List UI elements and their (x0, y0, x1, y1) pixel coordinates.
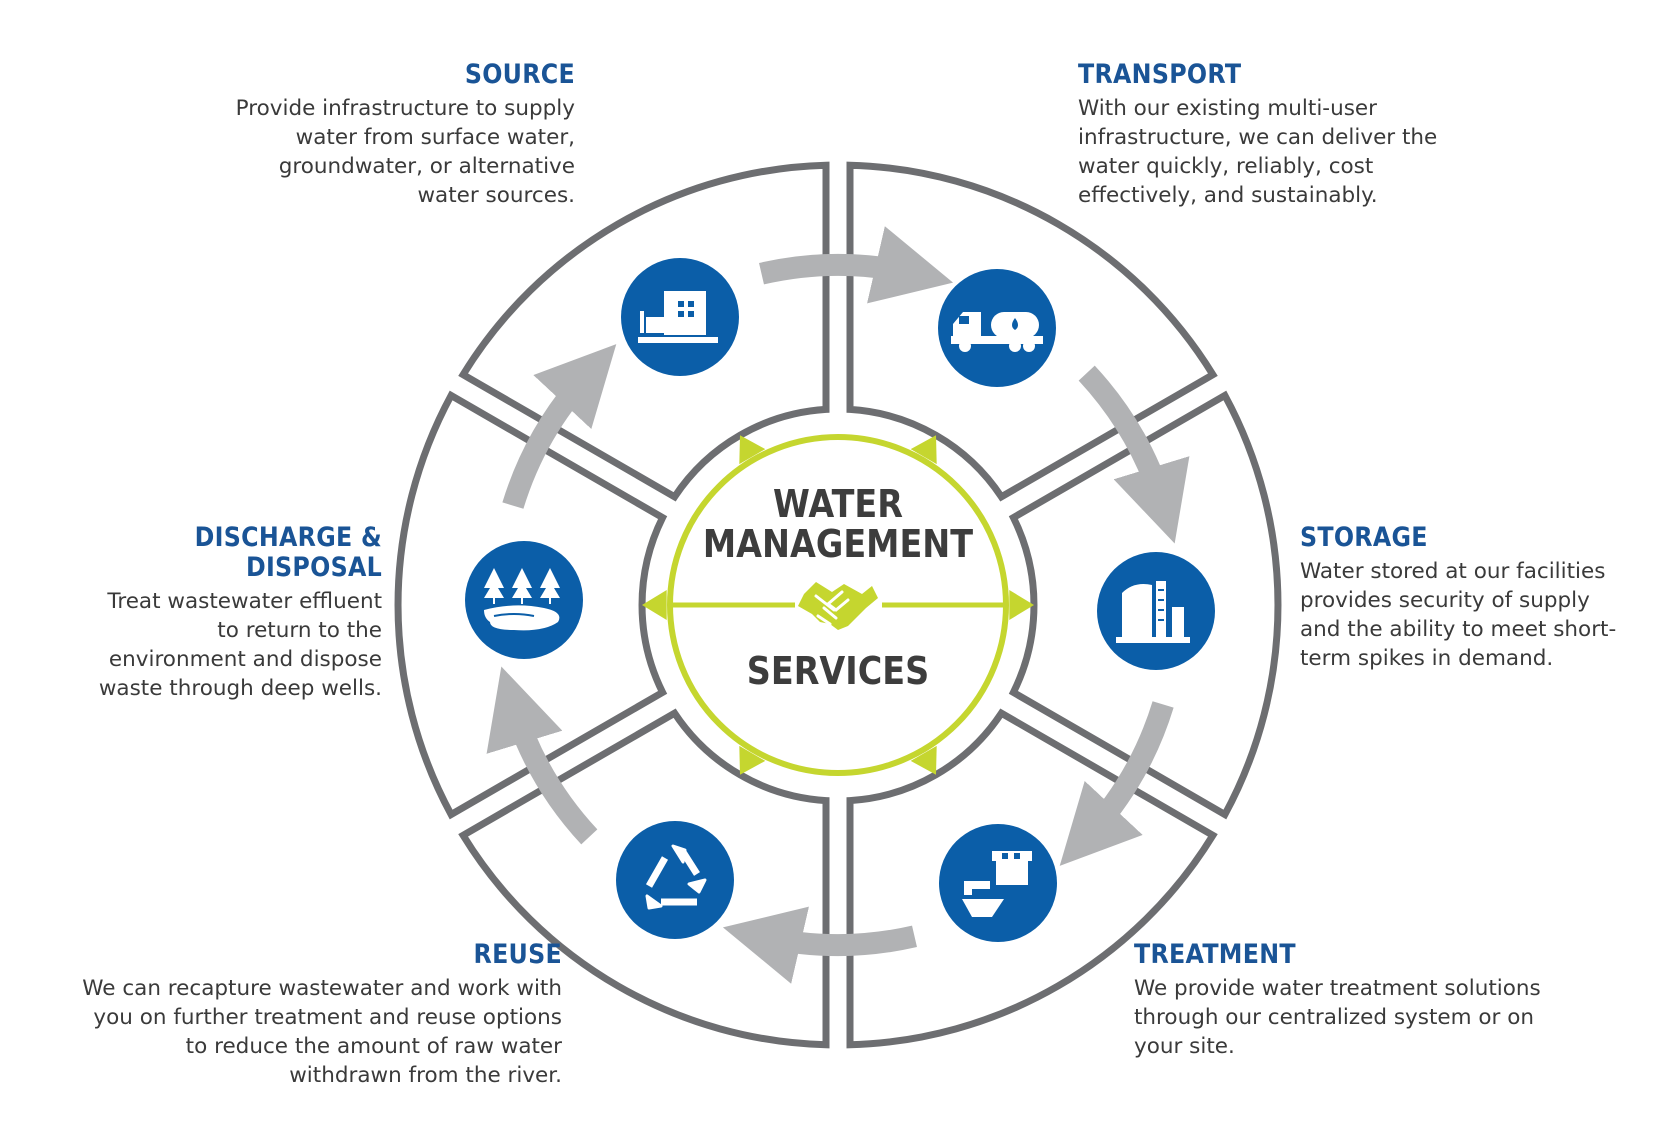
reuse-title: REUSE (473, 939, 562, 970)
storage-title: STORAGE (1300, 522, 1428, 553)
treatment-plant-icon (962, 851, 1032, 917)
center-arrow-4 (642, 590, 667, 620)
discharge-block: DISCHARGE & DISPOSAL Treat wastewater ef… (80, 523, 382, 703)
cycle-arrow-5 (486, 666, 598, 845)
cycle-arrow-1 (759, 226, 954, 304)
treatment-block: TREATMENT We provide water treatment sol… (1134, 940, 1554, 1061)
pump-station-icon (638, 291, 718, 343)
center-arrow-6 (739, 745, 766, 775)
source-icon-badge (621, 258, 739, 376)
treatment-description: We provide water treatment solutions thr… (1134, 976, 1541, 1059)
cycle-arrow-2 (1078, 365, 1190, 544)
handshake-icon (798, 582, 878, 630)
storage-block: STORAGE Water stored at our facilities p… (1300, 523, 1630, 673)
discharge-description: Treat wastewater effluent to return to t… (98, 589, 382, 701)
source-block: SOURCE Provide infrastructure to supply … (230, 60, 575, 210)
center-arrow-5 (910, 745, 937, 775)
source-description: Provide infrastructure to supply water f… (235, 96, 575, 208)
center-title-line1: WATER (773, 483, 903, 527)
center-arrow-3 (1009, 590, 1034, 620)
cycle-arrow-6 (502, 344, 617, 509)
storage-description: Water stored at our facilities provides … (1300, 559, 1617, 671)
center-title-line3: SERVICES (747, 650, 929, 694)
transport-description: With our existing multi-user infrastruct… (1078, 96, 1438, 208)
reuse-icon-badge (616, 821, 734, 939)
reuse-block: REUSE We can recapture wastewater and wo… (70, 940, 562, 1090)
treatment-icon-badge (939, 824, 1057, 942)
storage-tank-icon (1116, 581, 1190, 643)
treatment-title: TREATMENT (1134, 939, 1296, 970)
source-title: SOURCE (464, 59, 575, 90)
transport-title: TRANSPORT (1078, 59, 1242, 90)
recycle-icon (645, 844, 707, 910)
center-arrow-2 (739, 435, 766, 465)
discharge-icon-badge (465, 541, 583, 659)
cycle-arrow-4 (722, 906, 917, 984)
transport-icon-badge (938, 269, 1056, 387)
discharge-title: DISCHARGE & DISPOSAL (194, 522, 382, 583)
forest-pond-icon (484, 568, 560, 631)
cycle-arrow-3 (1059, 701, 1174, 866)
storage-icon-badge (1097, 552, 1215, 670)
center-hub: WATER MANAGEMENT SERVICES (642, 434, 1034, 776)
center-title-line2: MANAGEMENT (703, 523, 974, 567)
transport-block: TRANSPORT With our existing multi-user i… (1078, 60, 1478, 210)
center-arrow-1 (910, 435, 937, 465)
tanker-truck-icon (951, 312, 1043, 352)
reuse-description: We can recapture wastewater and work wit… (82, 976, 562, 1088)
